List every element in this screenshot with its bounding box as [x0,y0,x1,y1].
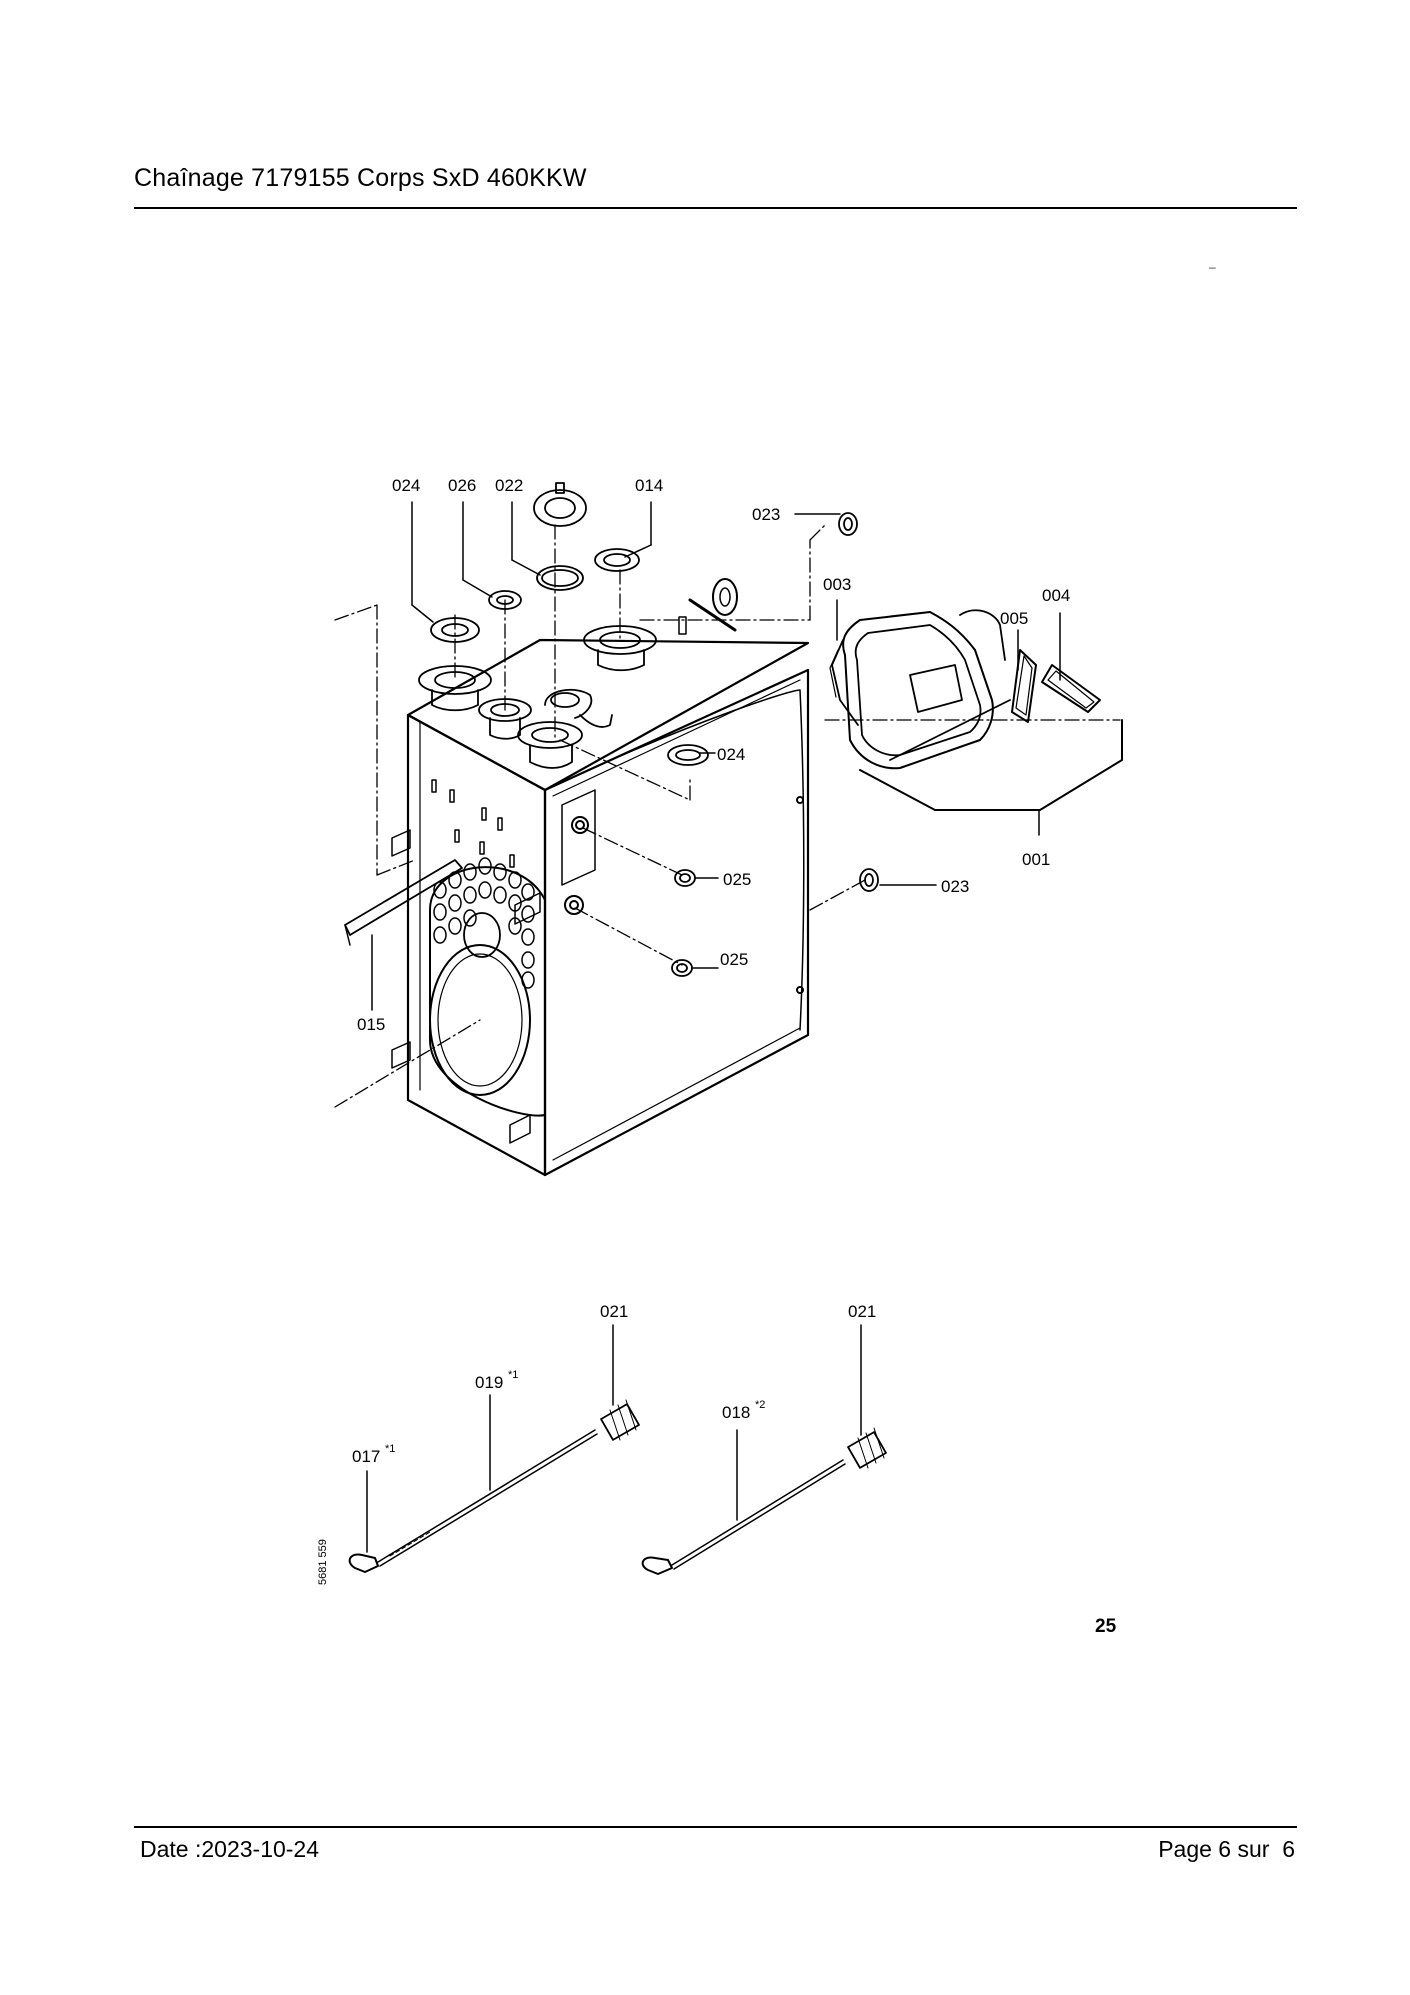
gaskets [430,482,879,977]
callout-024-top: 024 [392,476,420,495]
callout-labels: 024 026 022 014 023 003 004 005 024 025 … [317,476,1117,1637]
callout-014: 014 [635,476,663,495]
assembly-lines [334,524,1121,1108]
callout-005: 005 [1000,609,1028,628]
footer-page-count: Page 6 sur 6 [1158,1836,1295,1862]
callout-001: 001 [1022,850,1050,869]
corner-mark: – [1209,260,1216,274]
burner-door-assembly [829,609,1123,811]
leader-lines [371,501,1061,1011]
callout-017: 017 [352,1447,380,1466]
callout-025-upper: 025 [723,870,751,889]
header-rule [134,207,1297,209]
callout-018-superscript: *2 [755,1399,765,1411]
cleaning-tools [348,1324,887,1575]
footer-date: Date :2023-10-24 [140,1836,320,1862]
callout-025-lower: 025 [720,950,748,969]
callout-021-right: 021 [848,1302,876,1321]
callout-018: 018 [722,1403,750,1422]
callout-023-lower: 023 [941,877,969,896]
document-title: Chaînage 7179155 Corps SxD 460KKW [134,164,587,192]
catalogue-page-number: 25 [1095,1616,1117,1637]
callout-024-side: 024 [717,745,745,764]
footer-rule [134,1826,1297,1828]
callout-004: 004 [1042,586,1070,605]
callout-019-superscript: *1 [508,1369,518,1381]
callout-022: 022 [495,476,523,495]
callout-021-left: 021 [600,1302,628,1321]
callout-019: 019 [475,1373,503,1392]
callout-017-superscript: *1 [385,1443,395,1455]
callout-003: 003 [823,575,851,594]
callout-026: 026 [448,476,476,495]
callout-015: 015 [357,1015,385,1034]
boiler-body [344,578,810,1177]
callout-023-top: 023 [752,505,780,524]
drawing-number: 5681 559 [317,1539,329,1585]
